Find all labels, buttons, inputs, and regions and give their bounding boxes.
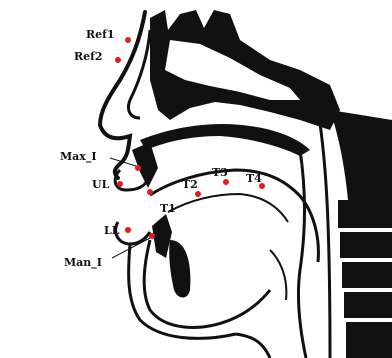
label-t3: T3 bbox=[212, 166, 228, 179]
pharynx-wall bbox=[298, 150, 306, 358]
spinal-cord-line bbox=[318, 110, 330, 358]
label-ref2: Ref2 bbox=[74, 50, 103, 63]
mandible-symphysis bbox=[169, 240, 190, 298]
hard-palate bbox=[140, 124, 310, 156]
label-t1: T1 bbox=[160, 202, 176, 215]
sensor-ul-dot bbox=[117, 181, 123, 187]
label-ref1: Ref1 bbox=[86, 28, 115, 41]
nasal-bone-line bbox=[128, 30, 150, 118]
leader-man-i bbox=[112, 238, 150, 258]
sensor-t1-dot bbox=[147, 189, 153, 195]
sensor-ref2-dot bbox=[115, 57, 121, 63]
sensor-t3-dot bbox=[223, 179, 229, 185]
sensor-t2-dot bbox=[195, 191, 201, 197]
label-max-i: Max_I bbox=[60, 150, 97, 164]
upper-incisor bbox=[132, 142, 158, 188]
hyoid-line bbox=[270, 250, 286, 300]
neck-front bbox=[236, 334, 270, 358]
label-ll: LL bbox=[104, 224, 120, 237]
label-t2: T2 bbox=[182, 178, 198, 191]
vertebra-c3 bbox=[342, 262, 392, 288]
sensor-ll-dot bbox=[125, 227, 131, 233]
spinal-column-outline bbox=[330, 110, 392, 200]
label-man-i: Man_I bbox=[64, 256, 102, 270]
tongue-underside bbox=[168, 194, 288, 222]
vertebra-c1 bbox=[338, 200, 392, 228]
vertebra-c2 bbox=[340, 232, 392, 258]
vertebra-c4 bbox=[344, 292, 392, 318]
label-t4: T4 bbox=[246, 172, 262, 185]
vertebra-c5 bbox=[346, 322, 392, 358]
sensor-ref1-dot bbox=[125, 37, 131, 43]
label-ul: UL bbox=[92, 178, 110, 191]
